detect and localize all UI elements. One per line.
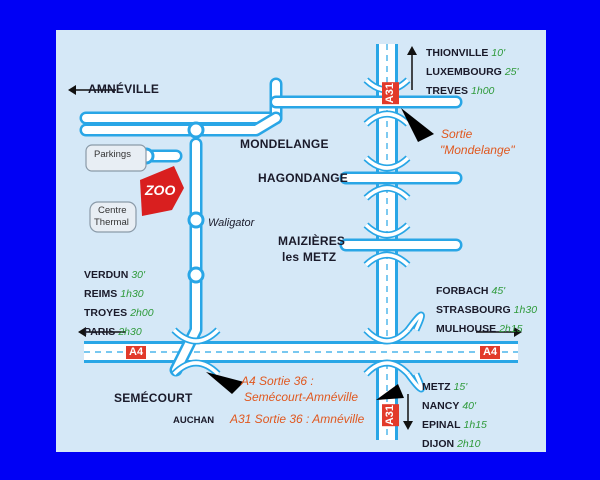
label-maizieres-line2: les METZ [282, 250, 337, 264]
road-map: AMNÉVILLE MONDELANGE HAGONDANGE MAIZIÈRE… [56, 30, 546, 452]
exit-a4-line1: A4 Sortie 36 : [241, 374, 314, 388]
shield-a4-west: A4 [126, 346, 147, 359]
arrow-west-a4 [78, 327, 126, 337]
local-roads [79, 77, 463, 377]
exit-markers [206, 108, 434, 400]
direction-arrows [68, 46, 522, 430]
shield-a4-east: A4 [480, 346, 501, 359]
label-thermal: Thermal [94, 217, 129, 228]
label-semecourt: SEMÉCOURT [114, 391, 193, 405]
label-auchan: AUCHAN [173, 415, 215, 426]
label-parkings: Parkings [94, 149, 131, 160]
exit-marker-mondelange [401, 108, 434, 142]
label-maizieres-line1: MAIZIÈRES [278, 234, 346, 248]
arrow-east-a4 [476, 327, 522, 337]
arrow-south-a31 [403, 394, 413, 430]
zoo-area [140, 166, 184, 216]
exit-marker-a4 [206, 372, 244, 394]
exit-marker-a31 [376, 384, 404, 400]
exit-a31: A31 Sortie 36 : Amnéville [230, 412, 365, 426]
parkings-block [85, 144, 147, 172]
exit-mondelange-line2: "Mondelange" [440, 143, 515, 157]
road-network [68, 44, 522, 440]
label-centre: Centre [98, 205, 127, 216]
label-hagondange: HAGONDANGE [258, 171, 349, 185]
arrow-north-a31 [407, 46, 417, 90]
arrow-west-amneville [68, 85, 116, 95]
interchanges [171, 77, 425, 393]
roundabouts [137, 121, 205, 284]
site-blocks [85, 144, 147, 233]
exit-a4-line2: Semécourt-Amnéville [244, 390, 359, 404]
label-waligator: Waligator [208, 217, 255, 229]
label-amneville: AMNÉVILLE [88, 82, 160, 96]
label-zoo: ZOO [145, 182, 176, 198]
exit-mondelange-line1: Sortie [441, 127, 473, 141]
shield-a31-south: A31 [382, 404, 399, 427]
centre-thermal-block [89, 201, 137, 233]
label-mondelange: MONDELANGE [240, 137, 329, 151]
shield-a31-north: A31 [382, 82, 399, 105]
